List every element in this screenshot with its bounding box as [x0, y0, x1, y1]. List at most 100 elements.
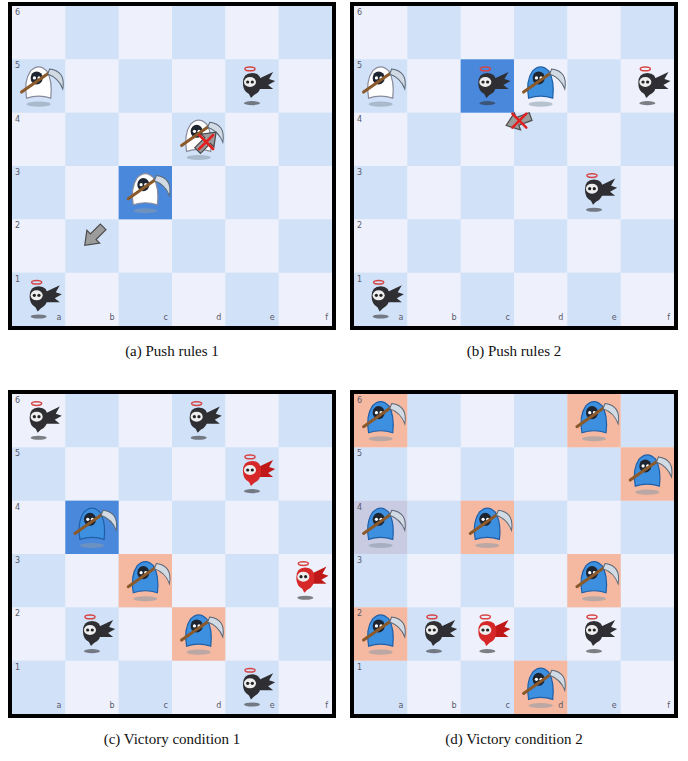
board-cell [567, 59, 621, 113]
coordinate-label: 3 [357, 557, 362, 565]
arrow-shape [78, 220, 109, 251]
scythe-blade [656, 457, 672, 477]
game-piece [577, 562, 619, 602]
board-cell [354, 501, 408, 555]
coordinate-label: a [56, 314, 61, 322]
face [244, 465, 256, 475]
highlighted-cell [172, 607, 225, 660]
shadow [373, 314, 389, 318]
game-piece [524, 67, 566, 107]
board-cell [567, 394, 621, 448]
game-piece [577, 402, 619, 442]
board-cell [225, 554, 279, 608]
board-cell [461, 501, 515, 555]
ghost-body [190, 408, 208, 433]
scythe-blade [48, 69, 64, 89]
face [31, 412, 43, 422]
coordinate-label: 4 [357, 504, 362, 512]
highlighted-cell [621, 447, 674, 500]
board-cell [567, 113, 621, 167]
eye [299, 575, 302, 578]
game-piece [75, 508, 117, 548]
eye [593, 628, 596, 631]
game-piece [243, 455, 275, 493]
board-cell [172, 661, 226, 715]
eye [481, 518, 484, 521]
face [31, 290, 43, 300]
board-cell [225, 273, 279, 327]
eye [588, 628, 591, 631]
game-piece [585, 174, 617, 212]
coordinate-label: 6 [357, 397, 362, 405]
board-border [352, 392, 676, 716]
board-cell [407, 501, 461, 555]
board-cell [119, 661, 173, 715]
board-cell [279, 554, 333, 608]
eye [251, 682, 254, 685]
eye [33, 76, 36, 79]
shadow [187, 155, 211, 160]
halo [298, 562, 308, 566]
board-cell [461, 113, 515, 167]
shadow [529, 703, 553, 708]
shadow [369, 650, 393, 655]
robe [581, 402, 607, 433]
board-cell [279, 59, 333, 113]
caption: (c) Victory condition 1 [104, 732, 241, 747]
scythe-blade [496, 510, 512, 530]
board-cell [225, 447, 279, 501]
robe [474, 508, 500, 539]
eye [486, 628, 489, 631]
robe [186, 615, 212, 646]
coordinate-label: b [452, 314, 457, 322]
coordinate-label: f [667, 702, 670, 710]
game-piece [585, 615, 617, 653]
coordinate-label: 3 [357, 169, 362, 177]
ghost-body [30, 408, 48, 433]
board-cell [407, 661, 461, 715]
board-cell [354, 113, 408, 167]
game-piece [364, 67, 406, 107]
shadow [133, 208, 157, 213]
board-cell [567, 447, 621, 501]
board-cell [461, 273, 515, 327]
board-cell [279, 273, 333, 327]
game-piece [478, 67, 510, 105]
game-board [352, 392, 676, 716]
board-cell [407, 113, 461, 167]
board-cell [119, 219, 173, 273]
ghost-body [425, 621, 443, 646]
board-cell [119, 166, 173, 220]
face [586, 625, 598, 635]
board-cell [65, 501, 119, 555]
board-cell [621, 607, 675, 661]
face [191, 412, 203, 422]
halo [427, 615, 437, 619]
board-cell [621, 6, 675, 60]
push-arrow [78, 220, 109, 251]
board-cell [119, 273, 173, 327]
game-piece [22, 67, 64, 107]
board-cell [119, 113, 173, 167]
face [84, 625, 96, 635]
board-cell [567, 501, 621, 555]
board-cell [279, 661, 333, 715]
board-cell [514, 166, 568, 220]
board-cell [514, 661, 568, 715]
board-cell [65, 607, 119, 661]
board-cell [461, 661, 515, 715]
game-piece [630, 455, 672, 495]
robe [528, 668, 554, 699]
board-cell [567, 554, 621, 608]
board-cell [621, 59, 675, 113]
board-cell [172, 166, 226, 220]
coordinate-label: 5 [15, 450, 20, 458]
eye [37, 415, 40, 418]
coordinate-label: f [667, 314, 670, 322]
robe [368, 615, 394, 646]
board-cell [12, 273, 66, 327]
ghost-body [30, 286, 48, 311]
board-cell [225, 661, 279, 715]
highlighted-cell [354, 394, 407, 447]
coordinate-label: 3 [15, 169, 20, 177]
